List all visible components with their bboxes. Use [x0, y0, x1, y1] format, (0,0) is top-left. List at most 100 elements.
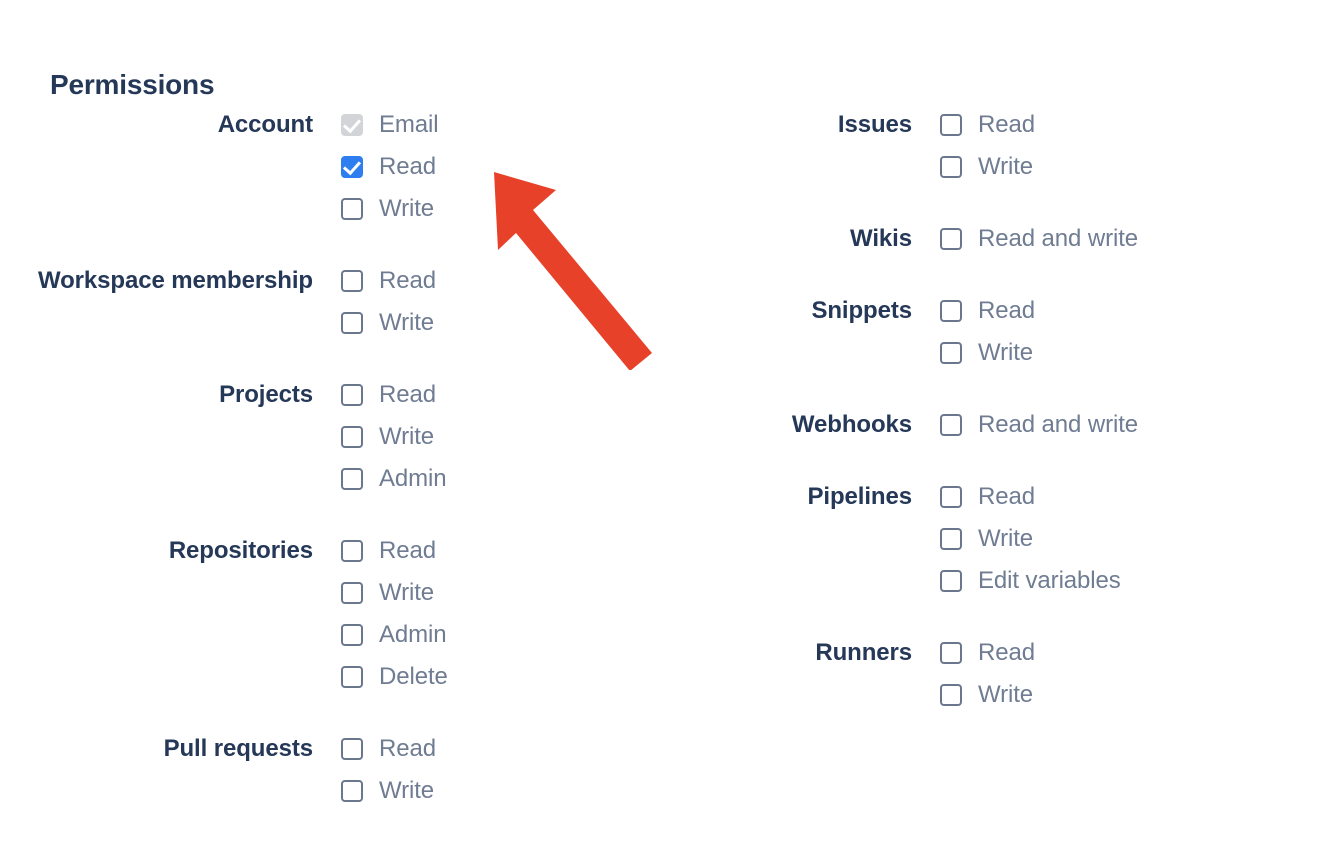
checkbox-read[interactable] [940, 642, 962, 664]
permission-row: Write [940, 146, 1300, 188]
checkbox-label[interactable]: Read [978, 297, 1035, 324]
checkbox-label[interactable]: Write [978, 339, 1034, 366]
checkbox-write[interactable] [341, 426, 363, 448]
checkbox-label[interactable]: Write [978, 525, 1034, 552]
checkbox-label[interactable]: Delete [379, 663, 448, 690]
checkbox-label[interactable]: Read [978, 639, 1035, 666]
permission-options: Read and write [940, 218, 1300, 260]
checkbox-write[interactable] [341, 582, 363, 604]
checkbox-write[interactable] [341, 198, 363, 220]
checkmark-icon [342, 114, 361, 133]
checkbox-label[interactable]: Write [379, 777, 435, 804]
permission-group-label: Pull requests [163, 735, 314, 762]
permission-row: Write [341, 770, 660, 812]
permission-group-label: Account [217, 111, 313, 138]
checkbox-label[interactable]: Read [379, 537, 436, 564]
permission-row: Read [940, 290, 1300, 332]
permission-row: Read [341, 728, 660, 770]
permission-group-label: Pipelines [807, 483, 913, 510]
checkbox-read[interactable] [341, 540, 363, 562]
checkbox-label[interactable]: Read [379, 153, 436, 180]
permission-group-label: Issues [837, 111, 912, 138]
checkbox-write[interactable] [940, 684, 962, 706]
checkbox-label[interactable]: Read and write [978, 411, 1139, 438]
permission-group-label: Wikis [850, 225, 912, 252]
checkbox-label[interactable]: Read [379, 735, 436, 762]
permission-row: Write [341, 188, 660, 230]
checkbox-write[interactable] [940, 528, 962, 550]
permission-row: Read [940, 632, 1300, 674]
checkbox-label[interactable]: Write [379, 423, 435, 450]
permission-group-label: Repositories [168, 537, 313, 564]
checkbox-admin[interactable] [341, 468, 363, 490]
permission-row: Read and write [940, 218, 1300, 260]
permission-group-label: Workspace membership [38, 267, 313, 294]
checkbox-read[interactable] [341, 270, 363, 292]
checkbox-label[interactable]: Write [379, 309, 435, 336]
permission-row: Write [940, 332, 1300, 374]
page-title: Permissions [50, 68, 215, 100]
checkbox-label[interactable]: Read [978, 483, 1035, 510]
checkbox-label[interactable]: Read [978, 111, 1035, 138]
checkbox-read-and-write[interactable] [940, 414, 962, 436]
permission-row: Read [341, 260, 660, 302]
permission-row: Read [341, 146, 660, 188]
checkbox-read[interactable] [341, 738, 363, 760]
checkbox-label[interactable]: Write [379, 579, 435, 606]
permission-row: Delete [341, 656, 660, 698]
checkbox-label: Email [379, 111, 439, 138]
checkbox-label[interactable]: Read [379, 267, 436, 294]
checkbox-delete[interactable] [341, 666, 363, 688]
permission-row: Admin [341, 458, 660, 500]
checkbox-write[interactable] [940, 156, 962, 178]
checkbox-edit-variables[interactable] [940, 570, 962, 592]
checkbox-label[interactable]: Edit variables [978, 567, 1121, 594]
permission-group-label: Snippets [811, 297, 912, 324]
checkbox-write[interactable] [341, 780, 363, 802]
permission-options: Read and write [940, 404, 1300, 446]
checkbox-read-and-write[interactable] [940, 228, 962, 250]
checkbox-email [341, 114, 363, 136]
checkbox-label[interactable]: Write [379, 195, 435, 222]
permission-row: Write [940, 518, 1300, 560]
permission-group-label: Runners [815, 639, 912, 666]
permission-row: Write [940, 674, 1300, 716]
checkbox-label[interactable]: Admin [379, 465, 447, 492]
permission-row: Write [341, 302, 660, 344]
checkbox-write[interactable] [940, 342, 962, 364]
checkbox-admin[interactable] [341, 624, 363, 646]
checkbox-read[interactable] [341, 384, 363, 406]
checkbox-read[interactable] [341, 156, 363, 178]
checkbox-label[interactable]: Read [379, 381, 436, 408]
permission-row: Read [940, 104, 1300, 146]
permission-row: Read [940, 476, 1300, 518]
checkbox-label[interactable]: Write [978, 153, 1034, 180]
checkbox-write[interactable] [341, 312, 363, 334]
checkbox-label[interactable]: Admin [379, 621, 447, 648]
permission-row: Email [341, 104, 660, 146]
checkbox-label[interactable]: Write [978, 681, 1034, 708]
checkbox-read[interactable] [940, 114, 962, 136]
permission-row: Write [341, 416, 660, 458]
checkbox-read[interactable] [940, 486, 962, 508]
permission-row: Admin [341, 614, 660, 656]
checkbox-label[interactable]: Read and write [978, 225, 1139, 252]
permission-row: Edit variables [940, 560, 1300, 602]
permission-group-label: Webhooks [791, 411, 912, 438]
checkbox-read[interactable] [940, 300, 962, 322]
